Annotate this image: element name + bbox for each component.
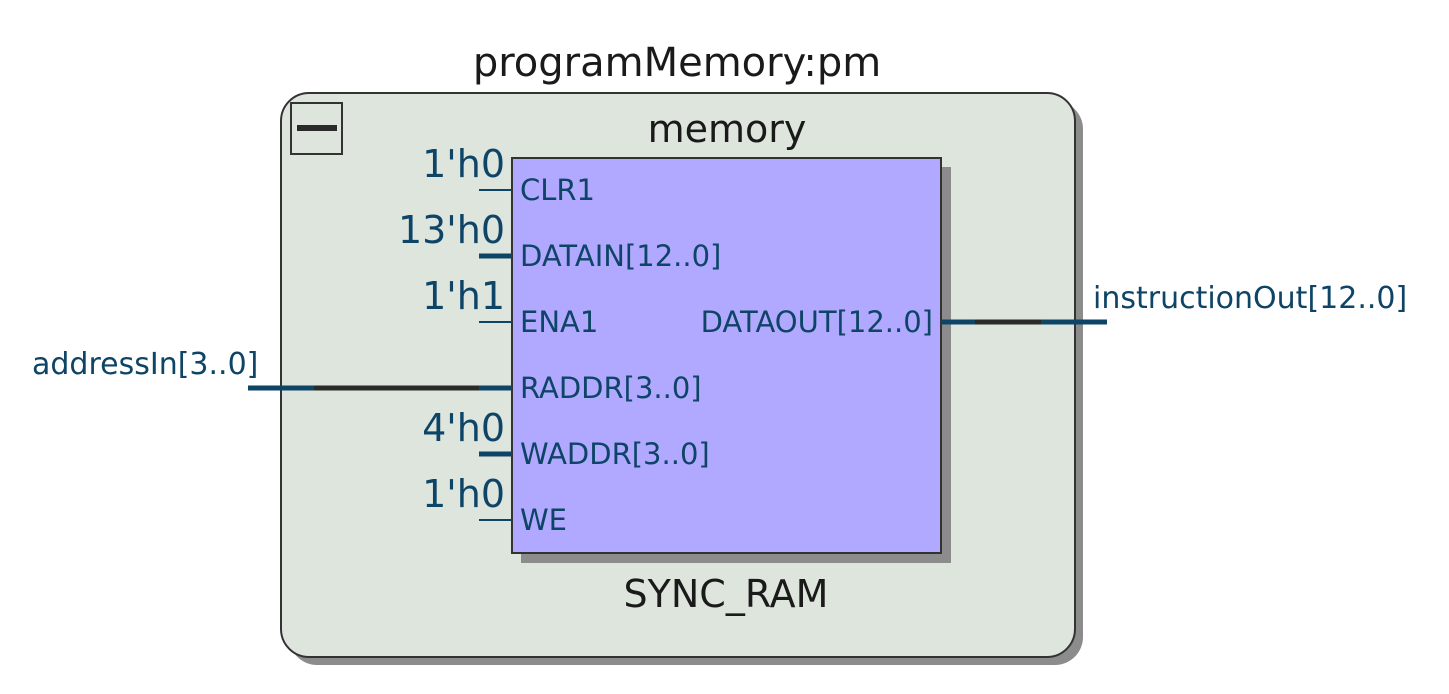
sync-ram-block[interactable] xyxy=(511,157,942,554)
port-label-ena1: ENA1 xyxy=(520,305,598,339)
port-label-dataout: DATAOUT[12..0] xyxy=(701,305,933,339)
signal-instructionout[interactable]: instructionOut[12..0] xyxy=(1093,281,1407,316)
collapse-button[interactable] xyxy=(290,102,343,155)
block-type-name: SYNC_RAM xyxy=(624,572,829,616)
block-instance-name: memory xyxy=(648,107,807,151)
signal-addressin[interactable]: addressIn[3..0] xyxy=(32,347,258,382)
const-datain: 13'h0 xyxy=(398,208,505,252)
minus-icon[interactable] xyxy=(297,125,337,131)
const-waddr: 4'h0 xyxy=(422,406,505,450)
port-label-waddr: WADDR[3..0] xyxy=(520,437,710,471)
port-label-raddr: RADDR[3..0] xyxy=(520,371,702,405)
const-ena1: 1'h1 xyxy=(422,274,505,318)
port-label-we: WE xyxy=(520,503,567,537)
const-we: 1'h0 xyxy=(422,472,505,516)
container-title: programMemory:pm xyxy=(473,40,881,86)
const-clr1: 1'h0 xyxy=(422,142,505,186)
port-label-clr1: CLR1 xyxy=(520,173,595,207)
port-label-datain: DATAIN[12..0] xyxy=(520,239,721,273)
collapse-button-frame[interactable] xyxy=(290,102,343,155)
